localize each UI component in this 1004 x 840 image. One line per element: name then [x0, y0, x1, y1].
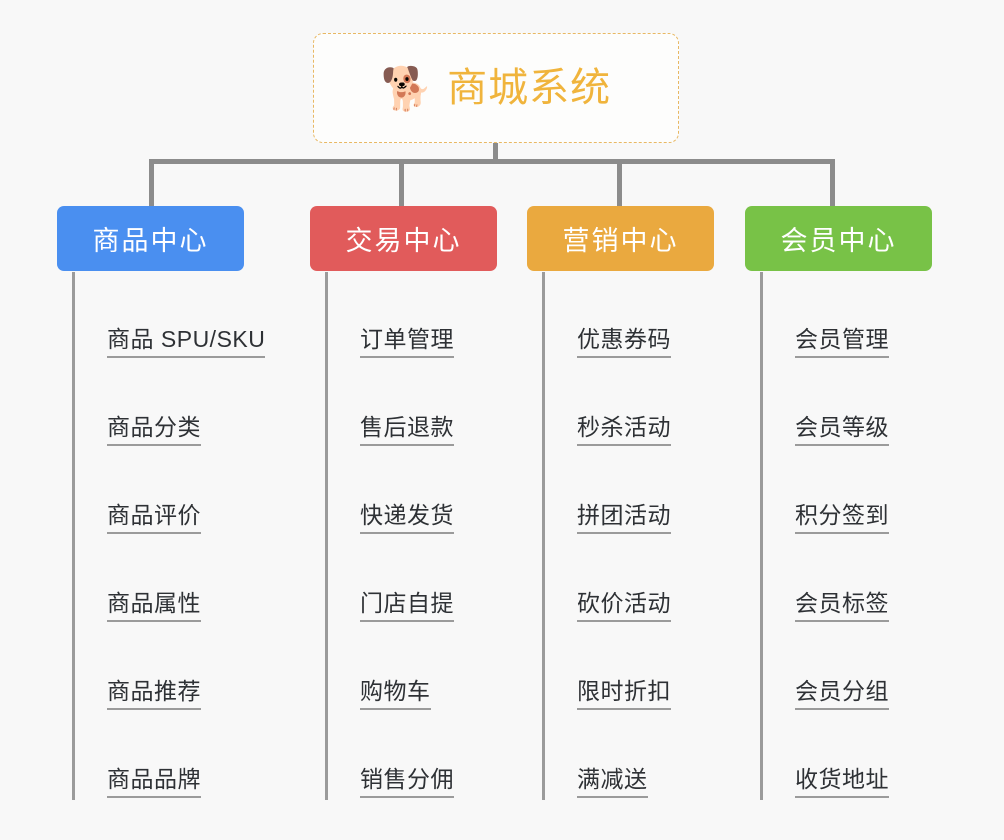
- leaf-label: 门店自提: [360, 590, 454, 622]
- leaf-item[interactable]: 拼团活动: [545, 448, 714, 536]
- leaf-list-trade-center: 订单管理 售后退款 快递发货 门店自提 购物车 销售分佣: [325, 272, 497, 800]
- category-header-trade-center[interactable]: 交易中心: [310, 206, 497, 271]
- leaf-label: 优惠券码: [577, 326, 671, 358]
- root-title: 商城系统: [447, 66, 612, 110]
- leaf-item[interactable]: 会员分组: [763, 624, 932, 712]
- leaf-item[interactable]: 订单管理: [328, 272, 497, 360]
- leaf-item[interactable]: 收货地址: [763, 712, 932, 800]
- branch-product-center: 商品中心 商品 SPU/SKU 商品分类 商品评价 商品属性 商品推荐 商品品牌: [57, 206, 266, 800]
- leaf-label: 会员分组: [795, 678, 889, 710]
- leaf-item[interactable]: 满减送: [545, 712, 714, 800]
- shiba-dog-face-icon: 🐕: [380, 65, 434, 112]
- connector-horizontal-bar: [149, 159, 835, 164]
- leaf-item[interactable]: 优惠券码: [545, 272, 714, 360]
- category-header-label: 商品中心: [92, 226, 209, 256]
- connector-drop-1: [149, 159, 154, 206]
- connector-drop-4: [830, 159, 835, 206]
- leaf-item[interactable]: 商品评价: [75, 448, 244, 536]
- category-header-product-center[interactable]: 商品中心: [57, 206, 244, 271]
- leaf-label: 销售分佣: [360, 766, 454, 798]
- connector-drop-3: [617, 159, 622, 206]
- leaf-label: 商品品牌: [107, 766, 201, 798]
- leaf-item[interactable]: 商品推荐: [75, 624, 244, 712]
- leaf-label: 会员标签: [795, 590, 889, 622]
- leaf-label: 拼团活动: [577, 502, 671, 534]
- leaf-item[interactable]: 购物车: [328, 624, 497, 712]
- leaf-label: 商品推荐: [107, 678, 201, 710]
- connector-drop-2: [399, 159, 404, 206]
- leaf-label: 秒杀活动: [577, 414, 671, 446]
- branch-member-center: 会员中心 会员管理 会员等级 积分签到 会员标签 会员分组 收货地址: [745, 206, 932, 800]
- leaf-label: 订单管理: [360, 326, 454, 358]
- leaf-item[interactable]: 商品属性: [75, 536, 244, 624]
- leaf-label: 快递发货: [360, 502, 454, 534]
- leaf-item[interactable]: 销售分佣: [328, 712, 497, 800]
- leaf-list-member-center: 会员管理 会员等级 积分签到 会员标签 会员分组 收货地址: [760, 272, 932, 800]
- leaf-label: 限时折扣: [577, 678, 671, 710]
- category-header-label: 会员中心: [780, 226, 897, 256]
- leaf-item[interactable]: 售后退款: [328, 360, 497, 448]
- leaf-label: 商品分类: [107, 414, 201, 446]
- leaf-item[interactable]: 会员管理: [763, 272, 932, 360]
- leaf-item[interactable]: 砍价活动: [545, 536, 714, 624]
- leaf-label: 商品评价: [107, 502, 201, 534]
- category-header-marketing-center[interactable]: 营销中心: [527, 206, 714, 271]
- branch-marketing-center: 营销中心 优惠券码 秒杀活动 拼团活动 砍价活动 限时折扣 满减送: [527, 206, 714, 800]
- category-header-member-center[interactable]: 会员中心: [745, 206, 932, 271]
- connector-stem: [493, 143, 498, 163]
- leaf-label: 收货地址: [795, 766, 889, 798]
- leaf-item[interactable]: 会员标签: [763, 536, 932, 624]
- category-header-label: 营销中心: [562, 226, 679, 256]
- leaf-list-marketing-center: 优惠券码 秒杀活动 拼团活动 砍价活动 限时折扣 满减送: [542, 272, 714, 800]
- category-header-label: 交易中心: [345, 226, 462, 256]
- branch-trade-center: 交易中心 订单管理 售后退款 快递发货 门店自提 购物车 销售分佣: [310, 206, 497, 800]
- leaf-item[interactable]: 快递发货: [328, 448, 497, 536]
- leaf-list-product-center: 商品 SPU/SKU 商品分类 商品评价 商品属性 商品推荐 商品品牌: [72, 272, 266, 800]
- leaf-label: 会员等级: [795, 414, 889, 446]
- leaf-label: 会员管理: [795, 326, 889, 358]
- leaf-item[interactable]: 门店自提: [328, 536, 497, 624]
- leaf-item[interactable]: 限时折扣: [545, 624, 714, 712]
- leaf-label: 商品 SPU/SKU: [107, 326, 266, 358]
- leaf-item[interactable]: 积分签到: [763, 448, 932, 536]
- leaf-item[interactable]: 会员等级: [763, 360, 932, 448]
- leaf-item[interactable]: 商品品牌: [75, 712, 244, 800]
- leaf-label: 积分签到: [795, 502, 889, 534]
- leaf-label: 砍价活动: [577, 590, 671, 622]
- leaf-label: 售后退款: [360, 414, 454, 446]
- leaf-item[interactable]: 商品 SPU/SKU: [75, 272, 266, 360]
- leaf-label: 商品属性: [107, 590, 201, 622]
- leaf-label: 满减送: [577, 766, 648, 798]
- root-node[interactable]: 🐕 商城系统: [313, 33, 679, 143]
- leaf-item[interactable]: 商品分类: [75, 360, 244, 448]
- leaf-item[interactable]: 秒杀活动: [545, 360, 714, 448]
- leaf-label: 购物车: [360, 678, 431, 710]
